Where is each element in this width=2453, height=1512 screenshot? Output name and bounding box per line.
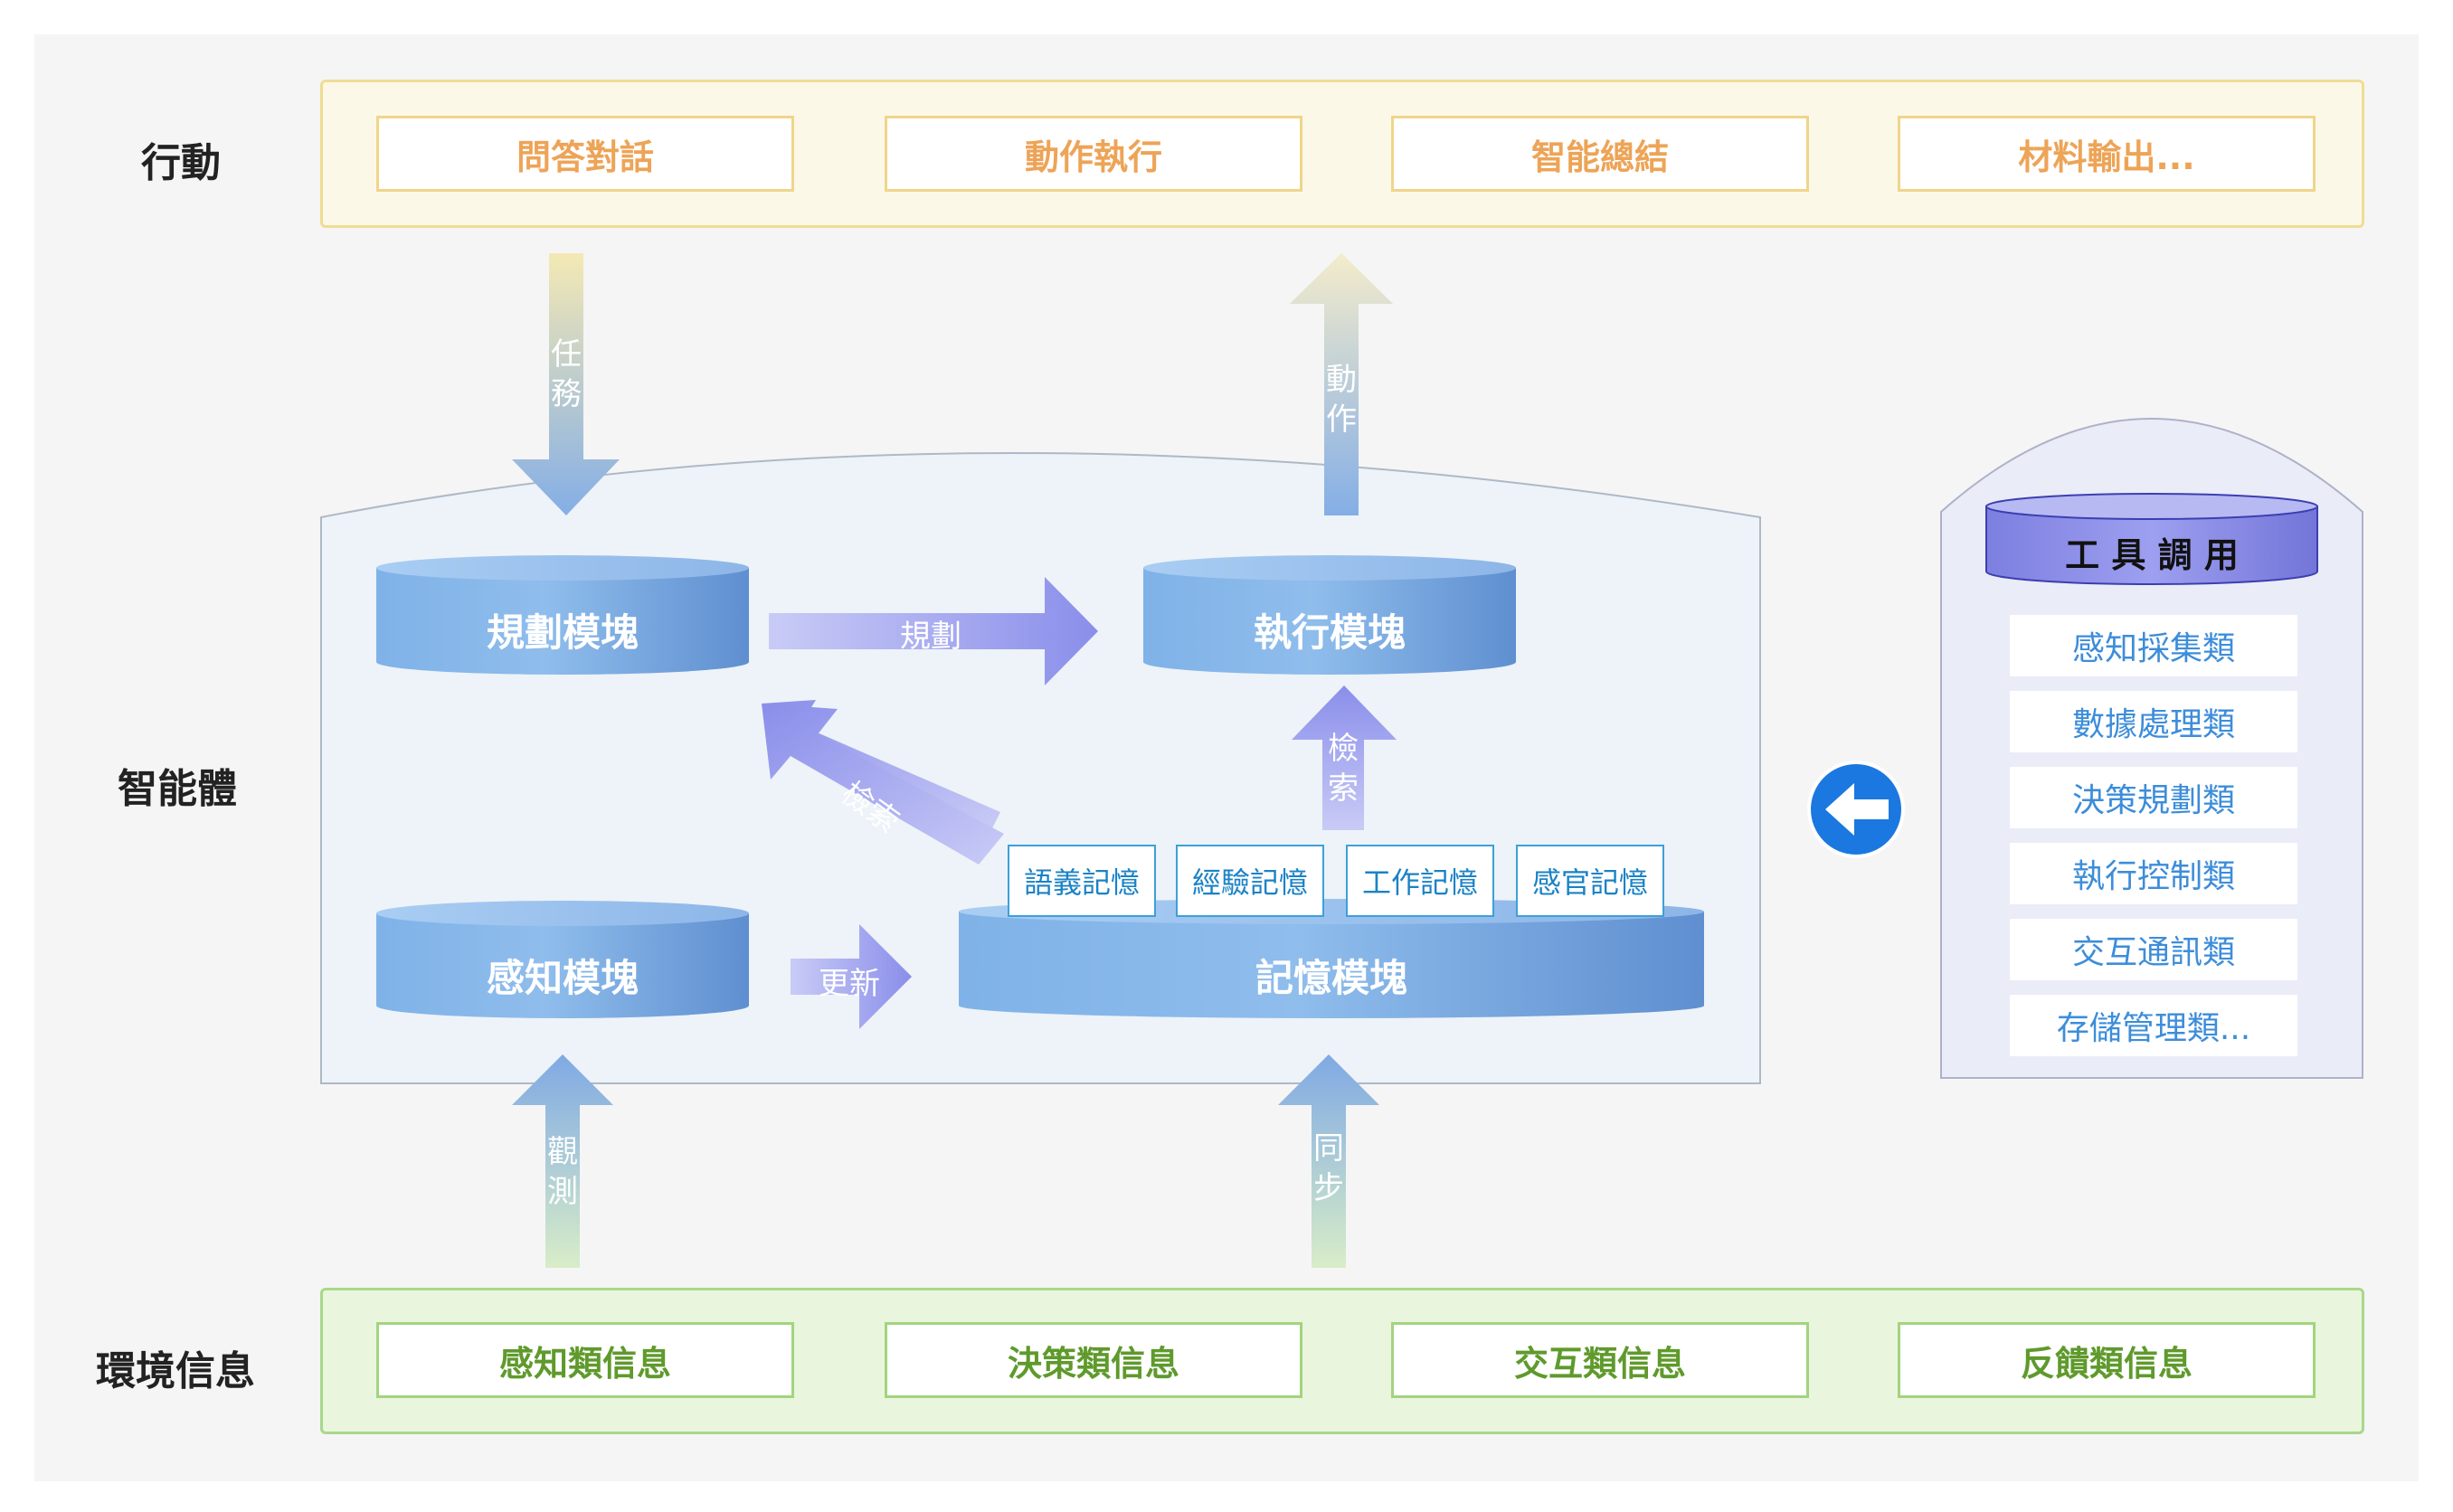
task-arrow [512, 253, 620, 515]
perception-cylinder [376, 901, 749, 1018]
planning-module-label: 規劃模塊 [486, 610, 639, 655]
env-cell-perception: 感知類信息 [376, 1322, 794, 1398]
flow-label-observe: 觀 測 [547, 1134, 578, 1210]
flow-label-sync: 同 步 [1313, 1130, 1344, 1206]
memory-module-label: 記憶模塊 [1255, 955, 1407, 1000]
env-cell-feedback: 反饋類信息 [1898, 1322, 2316, 1398]
action-cell-summary: 智能總結 [1391, 116, 1809, 192]
tool-item-perception: 感知採集類 [2010, 615, 2297, 676]
perception-module-label: 感知模塊 [486, 955, 639, 1000]
memory-tag-working: 工作記憶 [1346, 845, 1494, 917]
tool-item-storage: 存儲管理類... [2010, 995, 2297, 1056]
action-cell-execute: 動作執行 [885, 116, 1302, 192]
row-label-environment: 環境信息 [96, 1348, 255, 1394]
flow-label-update: 更新 [819, 966, 880, 1002]
memory-tag-sensory: 感官記憶 [1516, 845, 1664, 917]
tool-item-communication: 交互通訊類 [2010, 919, 2297, 980]
retrieve-exec-arrow [1292, 685, 1397, 830]
action-cell-qa: 問答對話 [376, 116, 794, 192]
tool-item-data: 數據處理類 [2010, 691, 2297, 752]
memory-tag-semantic: 語義記憶 [1008, 845, 1156, 917]
tools-header-cylinder [1985, 493, 2318, 585]
retrieve-plan-arrow [762, 700, 1000, 830]
planning-cylinder [376, 555, 749, 675]
action-cell-output: 材料輸出... [1898, 116, 2316, 192]
flow-label-action: 動 作 [1326, 362, 1357, 438]
execution-module-label: 執行模塊 [1253, 610, 1406, 655]
flow-label-retrieve-exec: 檢 索 [1328, 731, 1359, 807]
left-arrow-circle-icon [1807, 761, 1905, 858]
update-arrow [791, 924, 912, 1029]
row-label-agent: 智能體 [118, 766, 237, 812]
env-cell-decision: 決策類信息 [885, 1322, 1302, 1398]
flow-label-task: 任 務 [551, 336, 582, 412]
execution-cylinder [1143, 555, 1516, 675]
row-label-action: 行動 [141, 140, 221, 186]
observe-arrow [512, 1054, 613, 1268]
plan-arrow [769, 577, 1098, 685]
sync-arrow [1278, 1054, 1379, 1268]
env-cell-interaction: 交互類信息 [1391, 1322, 1809, 1398]
tool-item-decision: 決策規劃類 [2010, 767, 2297, 828]
flow-label-plan: 規劃 [900, 619, 961, 655]
memory-tag-experience: 經驗記憶 [1176, 845, 1324, 917]
tool-item-control: 執行控制類 [2010, 843, 2297, 904]
tools-title: 工 具 調 用 [2065, 534, 2239, 575]
